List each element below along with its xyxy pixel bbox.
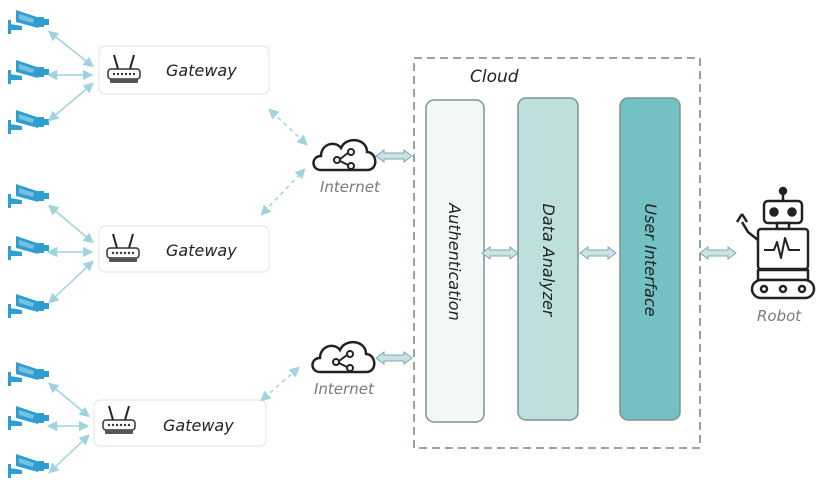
double-arrow-icon [375,351,413,365]
double-arrow-icon [481,246,519,260]
cloud-share-icon [312,138,377,172]
gateway-label: Gateway [166,241,237,260]
gateway-label: Gateway [163,416,234,435]
camera-icon [8,110,49,134]
gateway-label: Gateway [166,61,237,80]
module-label: Data Analyzer [539,204,558,318]
gateway-internet-connectors [260,108,308,402]
camera-icon [8,362,49,386]
camera-icon [8,454,49,478]
double-arrow-icon [699,246,737,260]
robot-icon [735,186,816,300]
gateway-2: Gateway [98,225,270,273]
camera-connectors [46,30,95,474]
module-data-analyzer: Data Analyzer [517,97,579,421]
camera-icon [8,406,49,430]
cloud-share-icon [311,340,376,374]
robot-label: Robot [757,307,802,325]
camera-group-2 [8,184,49,318]
robot: Robot [735,186,816,325]
module-authentication: Authentication [425,99,485,423]
module-label: Authentication [445,202,464,320]
camera-icon [8,10,49,34]
internet-1: Internet [312,138,381,196]
gateway-1: Gateway [98,45,270,95]
module-label: User Interface [641,203,660,316]
camera-group-1 [8,10,49,134]
double-arrow-icon [375,149,413,163]
camera-icon [8,60,49,84]
cloud-title: Cloud [470,67,519,87]
internet-label: Internet [314,380,375,398]
double-arrow-icon [579,246,617,260]
internet-2: Internet [311,340,376,398]
camera-icon [8,236,49,260]
gateway-3: Gateway [93,399,267,447]
camera-icon [8,294,49,318]
module-user-interface: User Interface [619,97,681,421]
internet-label: Internet [320,178,381,196]
camera-group-3 [8,362,49,478]
camera-icon [8,184,49,208]
